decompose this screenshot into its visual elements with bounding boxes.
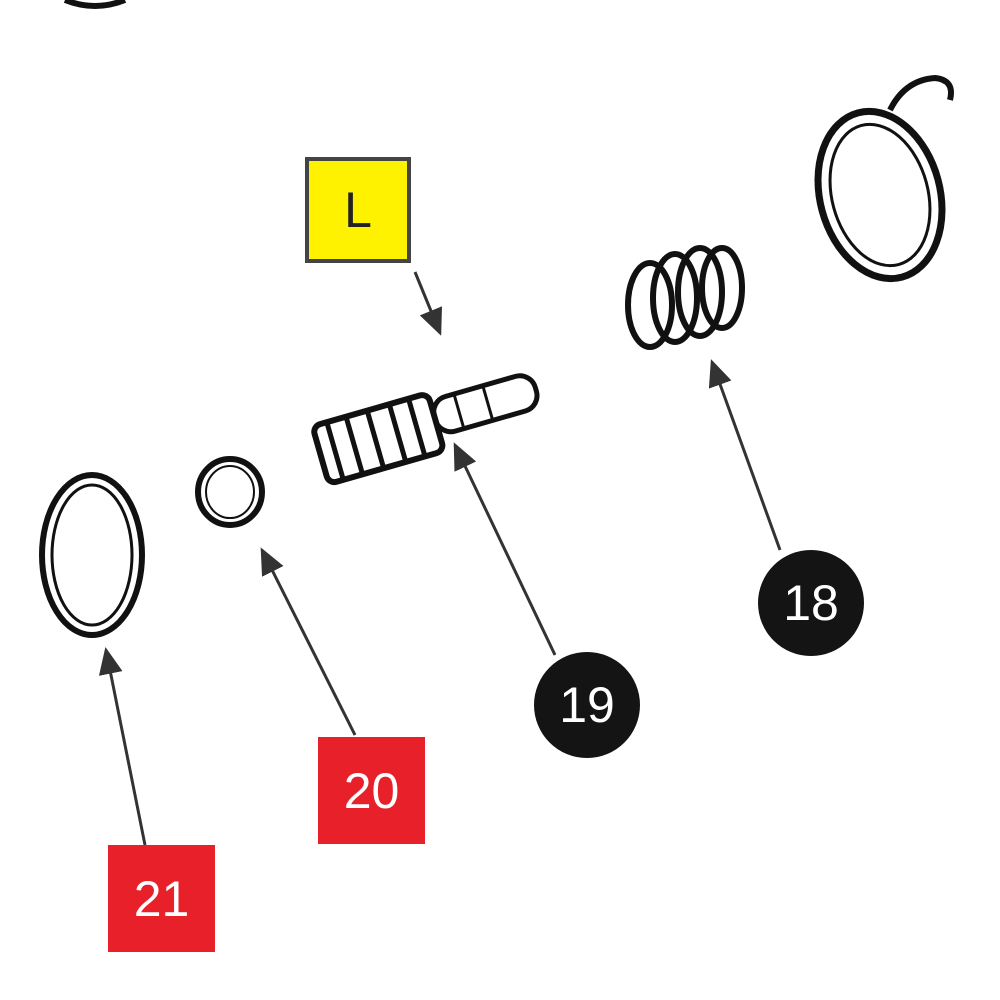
o-ring-part-20 [195, 456, 265, 528]
snap-ring-part [814, 74, 954, 283]
callout-L: L [305, 157, 411, 263]
callout-18: 18 [758, 550, 864, 656]
leader-arrow-20 [260, 547, 357, 736]
leader-arrow-18 [708, 359, 782, 551]
ring-part-21 [39, 472, 145, 638]
leader-arrow-L [413, 271, 443, 336]
shaft-part-19 [311, 373, 540, 486]
partial-part-top [63, 0, 127, 9]
leader-arrow-21 [98, 647, 147, 846]
callout-20: 20 [318, 737, 425, 844]
callout-19: 19 [534, 652, 640, 758]
leader-arrow-19 [453, 442, 557, 656]
callout-21: 21 [108, 845, 215, 952]
spring-part-18 [625, 245, 745, 350]
